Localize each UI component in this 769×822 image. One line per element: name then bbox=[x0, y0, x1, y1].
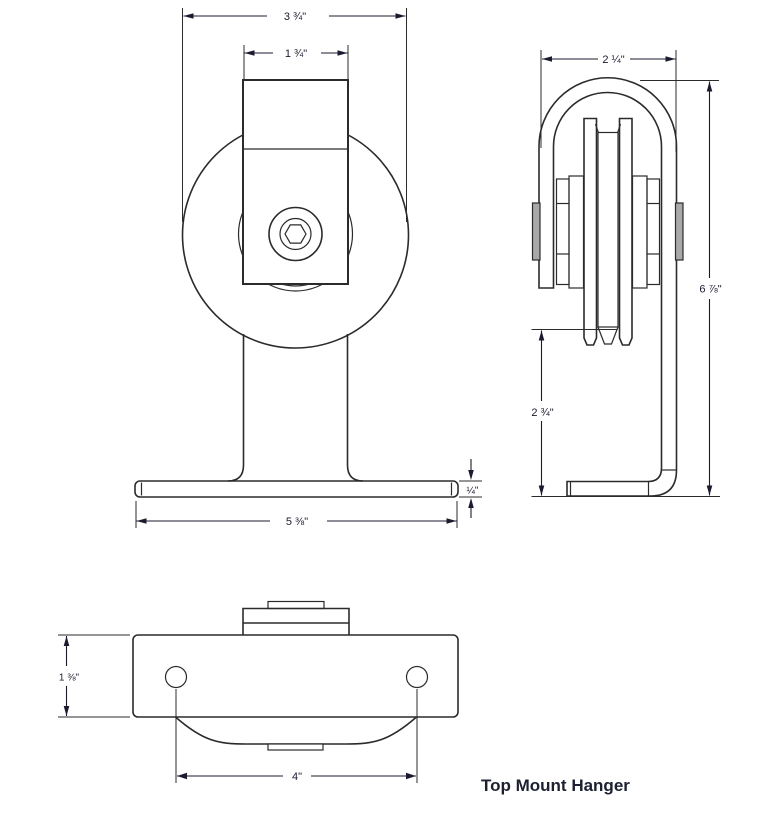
dim-side-clearance: 2 ¾" bbox=[531, 329, 617, 496]
stem bbox=[227, 334, 364, 482]
mount-hole-left bbox=[164, 665, 188, 689]
stem-tab bbox=[242, 600, 350, 635]
side-bracket bbox=[538, 76, 678, 497]
dim-side-height: 6 ⅞" bbox=[531, 80, 722, 497]
dim-side-width-label: 2 ¼" bbox=[602, 54, 624, 66]
bottom-view: 1 ⅜" 4" bbox=[58, 600, 459, 783]
mount-base bbox=[134, 480, 459, 498]
dim-wheel-diameter-label: 3 ¾" bbox=[284, 11, 306, 23]
mount-plate bbox=[132, 634, 459, 718]
dim-hole-spacing-label: 4" bbox=[292, 771, 302, 783]
dim-hole-spacing: 4" bbox=[175, 689, 418, 783]
dim-plate-depth-label: 1 ⅜" bbox=[59, 673, 80, 684]
axle-hub bbox=[268, 206, 323, 262]
hex-socket bbox=[284, 224, 307, 244]
dim-base-width-label: 5 ⅜" bbox=[286, 516, 308, 528]
dim-side-clearance-label: 2 ¾" bbox=[531, 407, 553, 419]
axle-end-left bbox=[531, 202, 541, 261]
axle-end-right bbox=[674, 202, 684, 261]
front-view: 3 ¾" 1 ¾" 5 ⅜" bbox=[134, 8, 482, 528]
dim-plate-depth: 1 ⅜" bbox=[58, 634, 130, 718]
dim-wheel-diameter: 3 ¾" bbox=[182, 8, 407, 222]
dim-side-width: 2 ¼" bbox=[540, 50, 677, 152]
dim-bracket-width: 1 ¾" bbox=[243, 45, 349, 79]
drawing-caption: Top Mount Hanger bbox=[481, 776, 630, 795]
stem-flare bbox=[174, 716, 418, 751]
side-wheel bbox=[555, 117, 661, 346]
dim-base-thickness-label: ¼" bbox=[467, 485, 479, 497]
dim-base-width: 5 ⅜" bbox=[135, 501, 458, 528]
mount-hole-right bbox=[405, 665, 429, 689]
dim-side-height-label: 6 ⅞" bbox=[699, 284, 721, 296]
side-view: 2 ¼" 6 ⅞" 2 ¾" bbox=[531, 50, 722, 497]
dim-base-thickness: ¼" bbox=[459, 459, 482, 518]
dim-bracket-width-label: 1 ¾" bbox=[285, 48, 307, 60]
